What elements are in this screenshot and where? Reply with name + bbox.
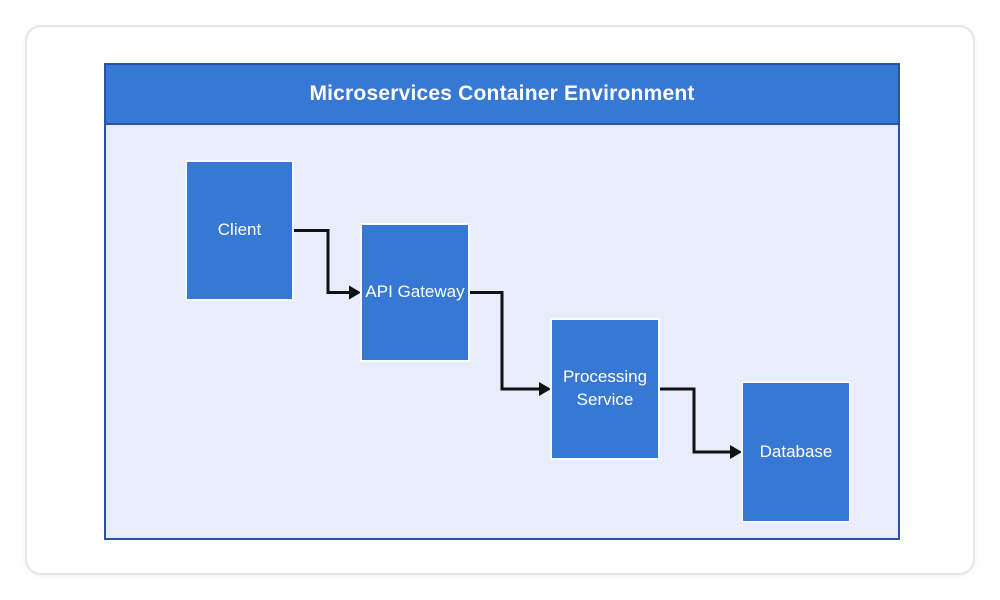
container-header: Microservices Container Environment <box>106 65 898 125</box>
diagram-canvas: Client API Gateway Processing Service Da… <box>106 65 898 538</box>
edges-layer <box>294 229 742 459</box>
container-boundary: Microservices Container Environment <box>104 63 900 540</box>
node-database-label: Database <box>759 441 833 461</box>
arrowhead-icon <box>349 285 361 300</box>
node-api-gateway-label: API Gateway <box>365 282 465 302</box>
diagram-card: Microservices Container Environment <box>25 25 975 575</box>
container-title: Microservices Container Environment <box>309 82 695 105</box>
node-client-label: Client <box>217 220 262 240</box>
edge-client-to-api-gateway <box>294 229 361 300</box>
node-client: Client <box>185 160 294 301</box>
node-processing-service: Processing Service <box>550 318 660 460</box>
arrowhead-icon <box>539 382 551 396</box>
node-api-gateway: API Gateway <box>360 223 470 362</box>
node-processing-service-label: Processing Service <box>562 367 648 409</box>
edge-api-gateway-to-processing-service <box>470 291 551 396</box>
arrowhead-icon <box>730 445 742 459</box>
node-database: Database <box>741 381 851 523</box>
edge-processing-service-to-database <box>660 387 742 459</box>
